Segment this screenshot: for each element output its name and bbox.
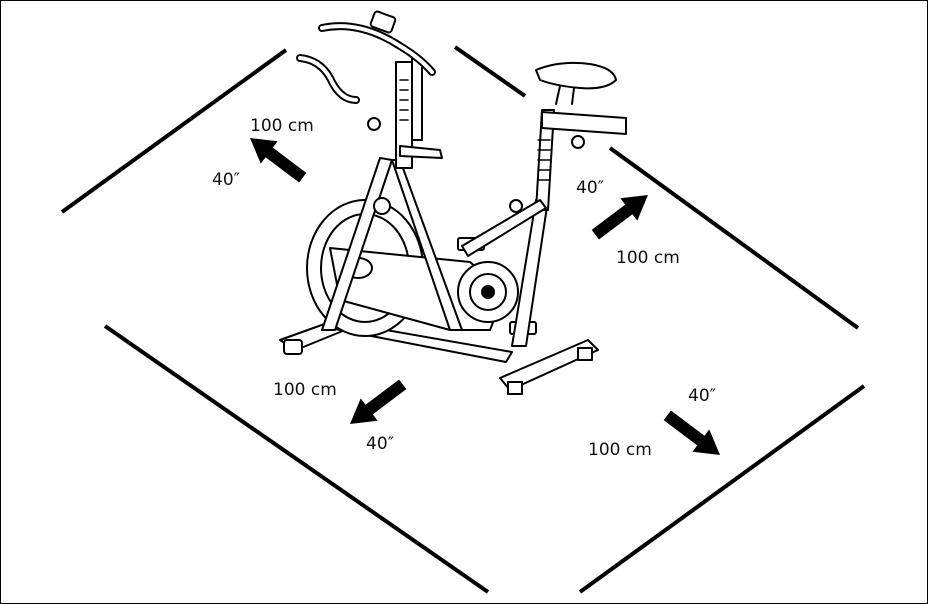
boundary-line-back-right — [608, 146, 860, 330]
arrow-icon — [591, 195, 648, 240]
front-right-in-label: 40″ — [688, 386, 716, 406]
boundary-line-back-left — [60, 48, 288, 214]
front-right-cm-label: 100 cm — [588, 440, 652, 460]
clearance-boundary — [60, 45, 866, 594]
back-right-in-label: 40″ — [576, 178, 604, 198]
front-left-in-label: 40″ — [366, 434, 394, 454]
boundary-line-front-left — [103, 324, 490, 594]
arrow-icon — [663, 410, 720, 455]
back-right-cm-label: 100 cm — [616, 248, 680, 268]
front-left-cm-label: 100 cm — [273, 380, 337, 400]
back-left-in-label: 40″ — [212, 170, 240, 190]
back-left-cm-label: 100 cm — [250, 116, 314, 136]
boundary-line-back-top — [453, 45, 527, 98]
arrow-icon — [250, 138, 307, 183]
arrow-icon — [350, 379, 407, 424]
clearance-arrows — [250, 138, 720, 455]
boundary-line-front-right — [578, 384, 866, 594]
spin-bike-icon — [279, 10, 627, 395]
